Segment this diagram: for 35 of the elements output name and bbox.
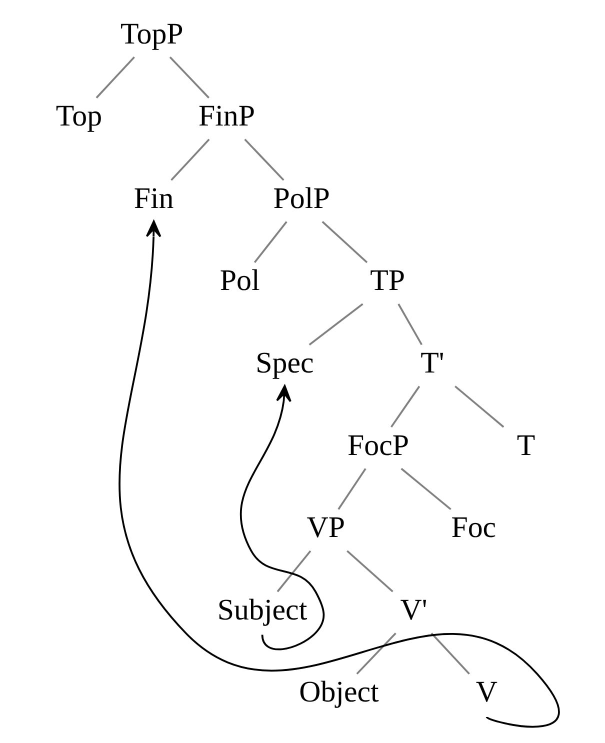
node-text: V': [400, 593, 428, 626]
node-text: TopP: [120, 17, 184, 50]
connector: [169, 56, 210, 98]
node-text: PolP: [273, 182, 330, 215]
arrow: [118, 220, 560, 728]
connector: [254, 221, 288, 263]
connector: [346, 550, 394, 592]
connector: [398, 304, 423, 346]
connector: [454, 386, 504, 428]
connector: [244, 138, 284, 181]
connector: [170, 138, 210, 181]
connector: [430, 632, 470, 675]
node-text: Fin: [134, 182, 174, 215]
connector: [322, 221, 368, 264]
connector: [400, 468, 452, 510]
node-text: TP: [370, 264, 406, 298]
node-text: T': [420, 346, 444, 380]
node-text: Top: [56, 100, 102, 133]
node-text: T: [516, 428, 536, 462]
node-text: Object: [299, 676, 379, 709]
node-text: Pol: [220, 264, 260, 298]
node-text: Subject: [217, 593, 308, 626]
arrow: [240, 385, 325, 650]
node-text: FinP: [198, 100, 256, 133]
connector: [338, 468, 366, 510]
node-text: Spec: [256, 346, 314, 380]
node-text: Foc: [451, 511, 496, 544]
connector: [308, 303, 364, 346]
connector: [390, 386, 420, 428]
node-text: FocP: [348, 428, 409, 462]
node-text: VP: [306, 511, 345, 544]
node-text: V: [476, 676, 498, 709]
connector: [276, 550, 312, 592]
connector: [356, 632, 396, 675]
connector: [96, 56, 135, 98]
